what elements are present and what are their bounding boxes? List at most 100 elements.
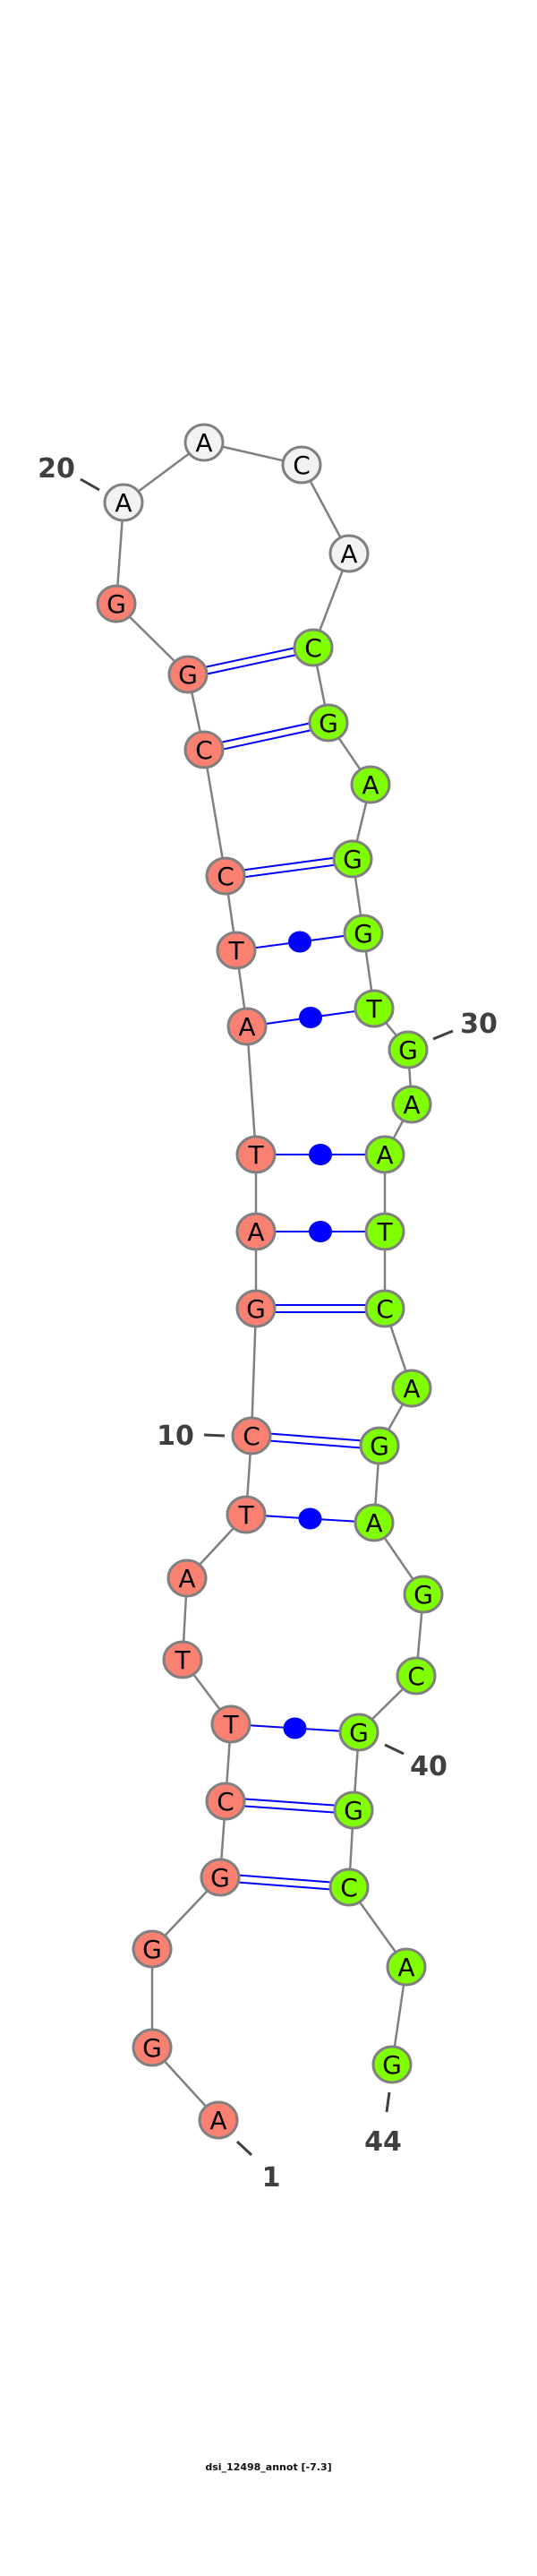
nucleotide-letter: A xyxy=(247,1217,264,1247)
nucleotide: T xyxy=(162,1640,203,1679)
nucleotide: A xyxy=(183,423,225,462)
nucleotide: G xyxy=(338,1713,379,1752)
nucleotide: T xyxy=(235,1135,277,1174)
nucleotide: A xyxy=(354,1503,395,1542)
nucleotide: A xyxy=(391,1085,432,1124)
nucleotide-letter: C xyxy=(217,1787,234,1816)
nucleotide-letter: C xyxy=(293,451,311,480)
base-pair-line xyxy=(251,1438,379,1450)
nucleotide-circle xyxy=(308,703,349,743)
nucleotide-circle xyxy=(231,1416,272,1455)
noncanonical-pair-dot xyxy=(283,1717,307,1739)
nucleotide: A xyxy=(364,1135,405,1174)
nucleotide: A xyxy=(386,1947,427,1987)
nucleotide: G xyxy=(132,2028,173,2067)
nucleotide: C xyxy=(364,1289,405,1328)
structure-title: dsi_12498_annot [-7.3] xyxy=(205,2461,332,2473)
nucleotide-letter: A xyxy=(115,488,132,518)
nucleotide-letter: T xyxy=(174,1645,191,1675)
nucleotide-circle xyxy=(167,655,209,694)
nucleotide-circle xyxy=(350,765,391,804)
position-label: 1 xyxy=(262,2162,281,2194)
nucleotide: G xyxy=(167,655,209,694)
nucleotide-letter: G xyxy=(344,1796,363,1825)
nucleotide: G xyxy=(371,2045,413,2084)
backbone xyxy=(115,441,425,2121)
base-pair-line xyxy=(186,643,313,673)
nucleotide: A xyxy=(226,1007,268,1046)
nucleotide-letter: A xyxy=(403,1374,420,1404)
nucleotide-letter: A xyxy=(397,1953,414,1982)
nucleotide: C xyxy=(396,1656,437,1696)
nucleotide-letter: G xyxy=(142,1935,162,1964)
noncanonical-pair-dot xyxy=(299,1007,322,1028)
nucleotide-circle xyxy=(235,1135,277,1174)
nucleotide: C xyxy=(205,1782,246,1821)
base-pair-line xyxy=(220,1873,350,1885)
nucleotide: G xyxy=(388,1030,429,1069)
nucleotide-letter: G xyxy=(354,919,373,949)
nucleotide-letter: T xyxy=(222,1710,239,1739)
nucleotide-letter: G xyxy=(246,1294,266,1324)
noncanonical-pair-dot xyxy=(309,1144,332,1165)
nucleotide-letter: T xyxy=(227,936,244,966)
nucleotide-letter: C xyxy=(243,1421,260,1451)
nucleotide-circle xyxy=(364,1212,405,1251)
nucleotide: A xyxy=(103,483,144,522)
nucleotides: AGGGCTTATCGATATCCGGAACACGAGGTGAATCAGAGCG… xyxy=(96,423,444,2140)
nucleotide-circle xyxy=(235,1212,277,1251)
nucleotide-letter: A xyxy=(365,1508,382,1538)
nucleotide-circle xyxy=(386,1947,427,1987)
nucleotide-circle xyxy=(200,1858,241,1897)
nucleotide-circle xyxy=(333,1790,374,1830)
nucleotide-letter: C xyxy=(304,633,322,663)
nucleotide-letter: G xyxy=(349,1718,369,1747)
base-pair-line xyxy=(219,1879,349,1892)
nucleotide: T xyxy=(364,1212,405,1251)
base-pair-line xyxy=(251,1431,380,1444)
nucleotide-circle xyxy=(332,839,373,879)
nucleotide-letter: C xyxy=(340,1873,358,1902)
nucleotide-letter: C xyxy=(195,735,213,765)
backbone-link xyxy=(245,1026,258,1155)
nucleotide-circle xyxy=(205,856,246,896)
position-label: 30 xyxy=(460,1009,498,1040)
backbone-link xyxy=(202,749,227,877)
nucleotide-circle xyxy=(183,423,225,462)
nucleotide: G xyxy=(308,703,349,743)
base-pair-line xyxy=(225,854,353,874)
nucleotide-circle xyxy=(103,483,144,522)
nucleotide: A xyxy=(328,534,370,573)
nucleotide: C xyxy=(205,856,246,896)
number-tick xyxy=(384,1743,405,1756)
nucleotide-letter: A xyxy=(340,539,357,569)
nucleotide-letter: A xyxy=(209,2106,226,2135)
nucleotide-circle xyxy=(132,1929,173,1969)
position-label: 20 xyxy=(38,453,75,485)
position-label: 10 xyxy=(157,1421,194,1452)
base-pair-line xyxy=(226,861,354,880)
nucleotide-letter: G xyxy=(370,1431,389,1461)
nucleotide: C xyxy=(281,445,322,485)
nucleotide-letter: A xyxy=(362,770,379,800)
nucleotide-letter: G xyxy=(398,1035,418,1065)
nucleotide-circle xyxy=(166,1558,208,1598)
nucleotide: G xyxy=(332,839,373,879)
nucleotide: G xyxy=(132,1929,173,1969)
noncanonical-pair-dot xyxy=(288,931,311,953)
nucleotide-letter: A xyxy=(195,428,212,458)
nucleotide-letter: A xyxy=(376,1140,393,1170)
nucleotide-letter: T xyxy=(365,994,382,1024)
nucleotide: A xyxy=(198,2100,239,2140)
nucleotide-circle xyxy=(371,2045,413,2084)
nucleotide: C xyxy=(293,628,334,667)
nucleotide-circle xyxy=(226,1495,267,1534)
nucleotide-letter: A xyxy=(178,1564,195,1593)
nucleotide-circle xyxy=(388,1030,429,1069)
nucleotide-circle xyxy=(235,1289,277,1328)
nucleotide: G xyxy=(359,1426,400,1465)
nucleotide-circle xyxy=(96,584,137,623)
nucleotide: A xyxy=(235,1212,277,1251)
nucleotide-circle xyxy=(205,1782,246,1821)
